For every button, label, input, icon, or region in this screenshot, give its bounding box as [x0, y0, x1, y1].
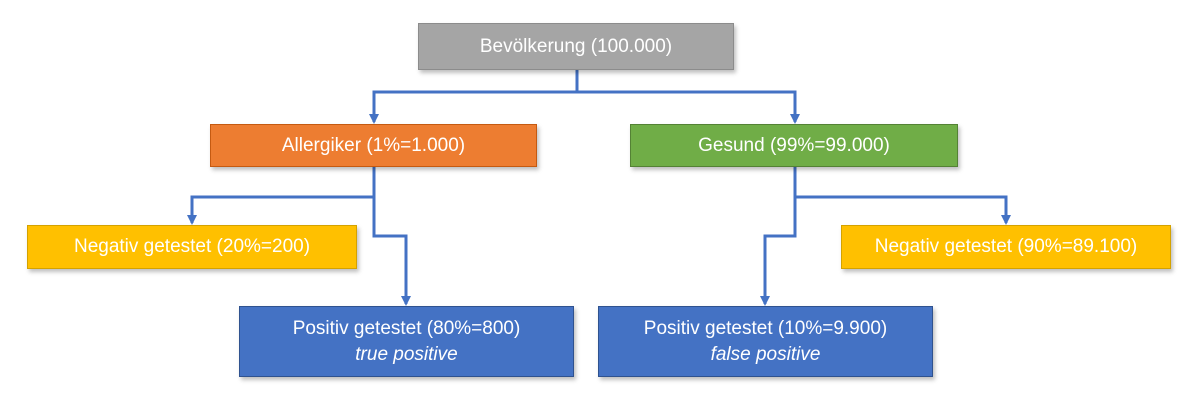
node-gesund-positiv: Positiv getestet (10%=9.900) false posit… — [598, 306, 933, 377]
node-gesund-label: Gesund (99%=99.000) — [698, 134, 890, 156]
connector-allergiker-to-positiv — [372, 167, 411, 306]
node-allergiker-negativ-label: Negativ getestet (20%=200) — [73, 236, 311, 257]
node-gesund-positiv-label: Positiv getestet (10%=9.900) — [643, 317, 888, 339]
connector-gesund-to-negativ — [793, 167, 1011, 225]
node-allergiker-positiv-sublabel: true positive — [355, 343, 458, 365]
connector-root-to-gesund — [575, 70, 800, 124]
node-gesund: Gesund (99%=99.000) — [630, 124, 958, 167]
node-bevoelkerung-label: Bevölkerung (100.000) — [479, 35, 673, 57]
connector-allergiker-to-negativ — [187, 167, 376, 225]
node-allergiker-negativ: Negativ getestet (20%=200) — [27, 225, 357, 269]
node-gesund-negativ: Negativ getestet (90%=89.100) — [841, 225, 1171, 269]
node-gesund-negativ-label: Negativ getestet (90%=89.100) — [874, 236, 1138, 257]
node-allergiker-label: Allergiker (1%=1.000) — [281, 134, 466, 156]
connector-gesund-to-positiv — [760, 167, 797, 306]
connector-root-to-allergiker — [369, 70, 579, 124]
node-allergiker-positiv: Positiv getestet (80%=800) true positive — [239, 306, 574, 377]
node-gesund-positiv-sublabel: false positive — [710, 343, 821, 365]
node-allergiker-positiv-label: Positiv getestet (80%=800) — [292, 317, 521, 339]
node-bevoelkerung: Bevölkerung (100.000) — [418, 23, 734, 70]
node-allergiker: Allergiker (1%=1.000) — [210, 124, 537, 167]
